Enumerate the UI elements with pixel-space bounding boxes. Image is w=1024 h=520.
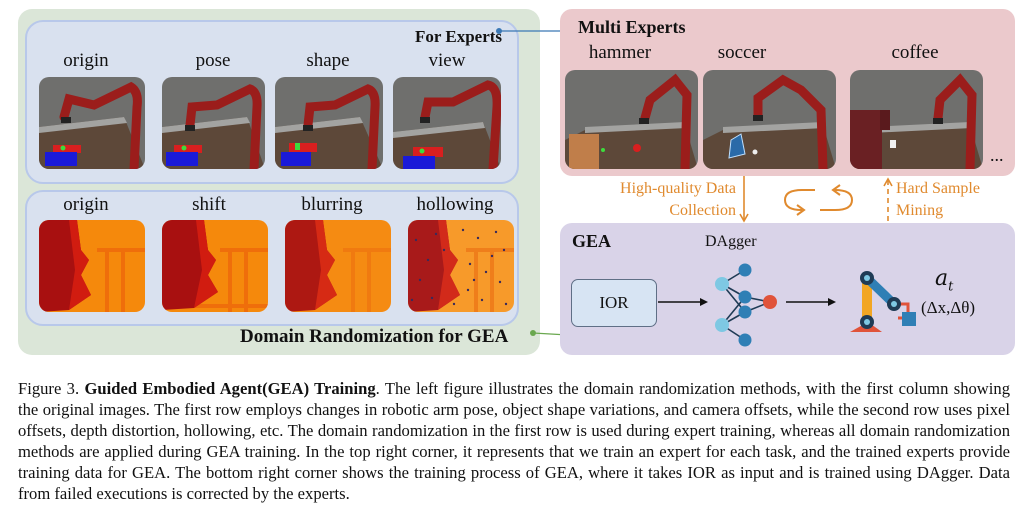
more-tasks-ellipsis: ... bbox=[990, 145, 1004, 165]
for-experts-title: For Experts bbox=[415, 27, 503, 46]
depth-image-shift bbox=[162, 220, 268, 312]
hidden-node bbox=[738, 290, 752, 304]
label-blurring: blurring bbox=[301, 194, 363, 215]
caption-prefix: Figure 3. bbox=[18, 379, 85, 398]
input-arrow-icon bbox=[658, 298, 708, 306]
image-pose bbox=[162, 77, 265, 169]
hard-sample-line1: Hard Sample bbox=[896, 180, 980, 197]
label-hammer: hammer bbox=[588, 42, 652, 63]
data-collection-line2: Collection bbox=[669, 202, 736, 219]
ior-label: IOR bbox=[599, 293, 629, 312]
label-hollowing: hollowing bbox=[416, 194, 494, 215]
output-arrow-icon bbox=[786, 298, 836, 306]
input-node bbox=[715, 277, 729, 291]
data-collection-line1: High-quality Data bbox=[620, 180, 736, 197]
hidden-node bbox=[738, 305, 752, 319]
domain-randomization-title: Domain Randomization for GEA bbox=[240, 326, 509, 347]
image-hammer bbox=[565, 70, 698, 169]
hard-sample-line2: Mining bbox=[896, 202, 944, 219]
hidden-node bbox=[738, 333, 752, 347]
gea-title: GEA bbox=[572, 231, 612, 251]
label-shape: shape bbox=[306, 50, 350, 71]
action-formula: (Δx,Δθ) bbox=[921, 298, 976, 317]
ior-input-box: IOR bbox=[571, 279, 657, 327]
image-shape bbox=[275, 77, 383, 169]
input-node bbox=[715, 318, 729, 332]
caption-body: . The left figure illustrates the domain… bbox=[18, 379, 1010, 503]
robot-arm-icon bbox=[850, 271, 916, 332]
image-soccer bbox=[703, 70, 836, 169]
action-symbol: at bbox=[935, 266, 954, 295]
depth-image-hollowing bbox=[408, 220, 514, 312]
label-soccer: soccer bbox=[717, 42, 767, 63]
label-view: view bbox=[428, 50, 466, 71]
up-dashed-arrow-icon bbox=[883, 177, 893, 224]
neural-network-icon bbox=[715, 263, 777, 347]
label-pose: pose bbox=[195, 50, 231, 71]
image-origin bbox=[39, 77, 145, 169]
label-shift: shift bbox=[192, 194, 226, 215]
caption-title: Guided Embodied Agent(GEA) Training bbox=[84, 379, 376, 398]
image-view bbox=[393, 77, 501, 169]
dagger-label: DAgger bbox=[705, 233, 757, 250]
hidden-node bbox=[738, 263, 752, 277]
figure-caption: Figure 3. Guided Embodied Agent(GEA) Tra… bbox=[18, 378, 1010, 504]
image-coffee bbox=[850, 70, 983, 169]
data-collection-label: High-quality Data Collection bbox=[604, 178, 736, 222]
down-arrow-icon bbox=[739, 176, 749, 223]
depth-image-origin bbox=[39, 220, 145, 312]
multi-experts-title: Multi Experts bbox=[578, 17, 686, 37]
label-depth-origin: origin bbox=[63, 194, 109, 215]
output-node bbox=[763, 295, 777, 309]
label-coffee: coffee bbox=[891, 42, 939, 63]
hard-sample-mining-label: Hard Sample Mining bbox=[896, 178, 980, 222]
depth-image-blurring bbox=[285, 220, 391, 312]
cycle-arrows-icon bbox=[783, 184, 854, 216]
label-origin: origin bbox=[63, 50, 109, 71]
